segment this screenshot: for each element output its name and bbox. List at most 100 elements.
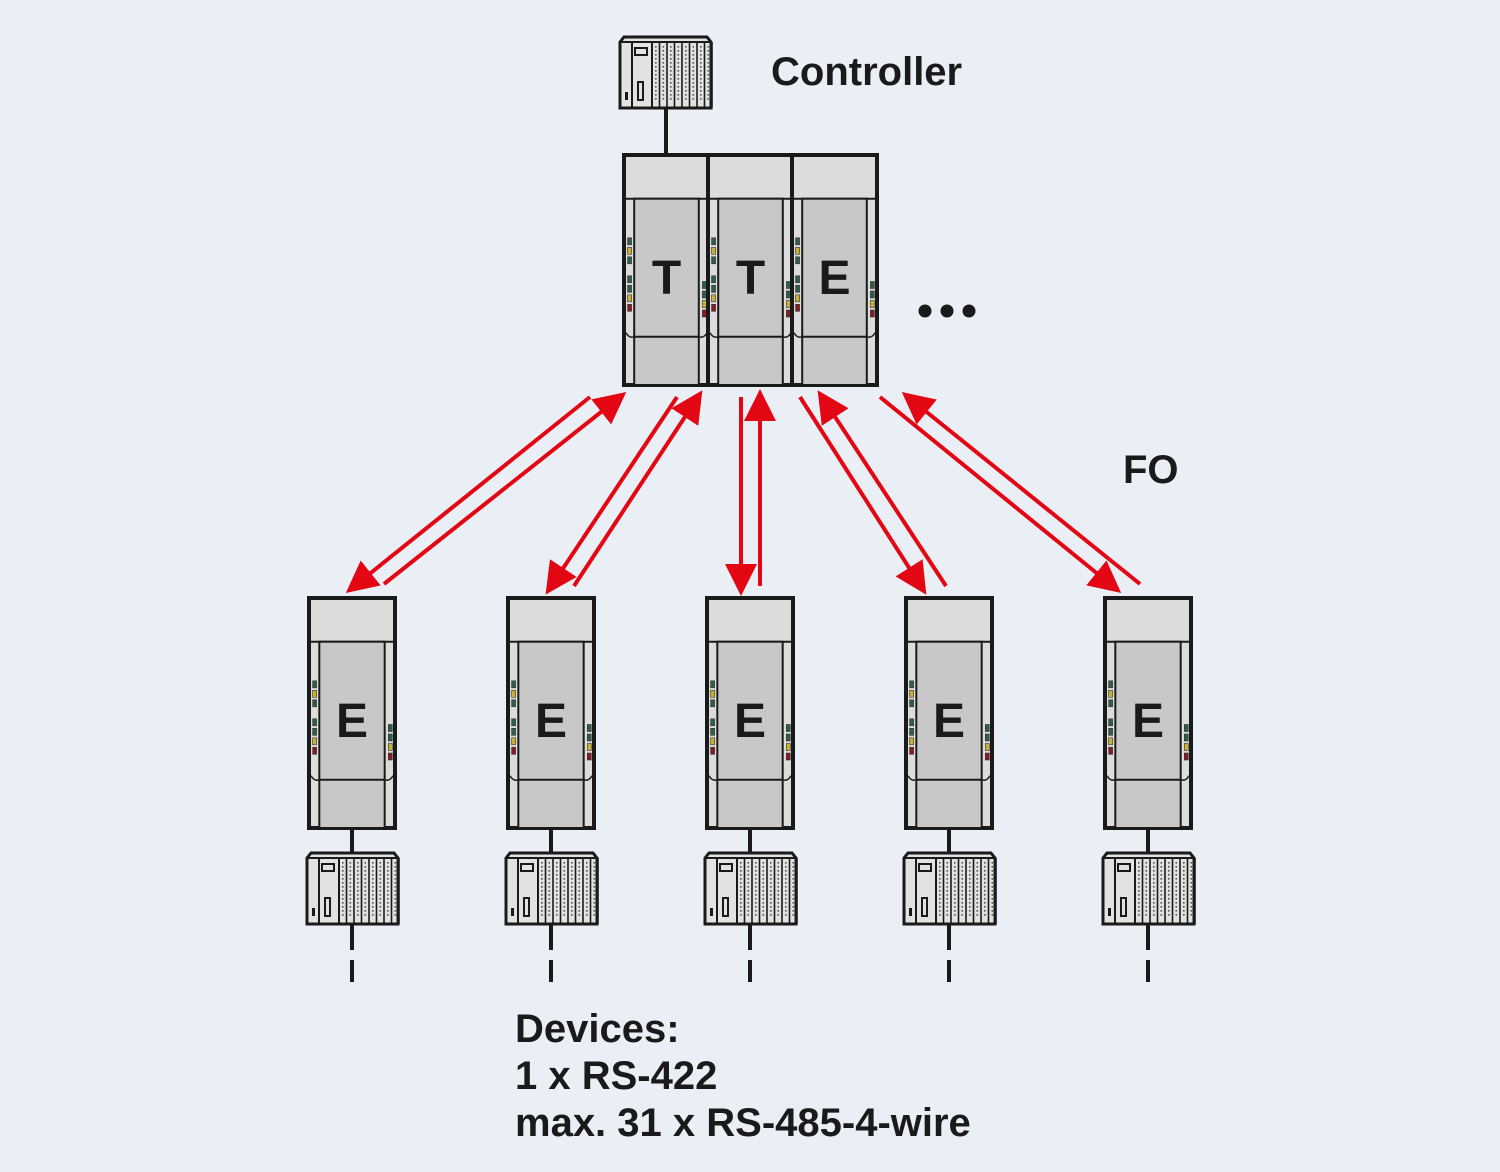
module-letter: E bbox=[818, 252, 850, 305]
status-led bbox=[586, 752, 592, 761]
cpu-key bbox=[523, 897, 530, 917]
module-face bbox=[633, 197, 700, 387]
status-led bbox=[785, 743, 791, 751]
status-led bbox=[702, 290, 707, 299]
controller-plc-icon bbox=[618, 35, 713, 110]
status-led bbox=[795, 294, 800, 303]
fiber-optic-links bbox=[345, 389, 1142, 596]
fiber-link-4 bbox=[798, 390, 948, 595]
module-face bbox=[1114, 640, 1182, 830]
status-led bbox=[984, 724, 990, 732]
controller-label: Controller bbox=[771, 50, 963, 94]
ellipsis-dot-1 bbox=[918, 304, 932, 318]
remote-station-4: E bbox=[904, 596, 994, 830]
devices-line-rs422: 1 x RS-422 bbox=[515, 1054, 718, 1098]
status-led bbox=[786, 281, 791, 289]
status-led bbox=[511, 718, 516, 727]
status-led bbox=[870, 290, 875, 299]
status-led bbox=[627, 256, 632, 265]
ellipsis-dot-2 bbox=[940, 304, 954, 318]
status-led bbox=[312, 680, 317, 689]
module-face bbox=[915, 640, 983, 830]
status-led bbox=[909, 728, 914, 736]
remote-station-1: E bbox=[307, 596, 397, 830]
status-led bbox=[785, 724, 791, 732]
module-face bbox=[318, 640, 386, 830]
downlink-arrow bbox=[545, 395, 679, 595]
status-led bbox=[387, 733, 393, 742]
status-led bbox=[909, 737, 914, 746]
status-led bbox=[909, 747, 914, 755]
status-led bbox=[785, 752, 791, 761]
status-led bbox=[1183, 752, 1189, 761]
fiber-optic-label: FO bbox=[1123, 448, 1179, 492]
status-led bbox=[1108, 699, 1113, 708]
uplink-arrow bbox=[901, 391, 1142, 586]
status-led bbox=[711, 285, 716, 293]
power-switch bbox=[625, 92, 628, 100]
status-led bbox=[711, 275, 716, 284]
status-led bbox=[795, 237, 800, 246]
cpu-key bbox=[637, 81, 644, 101]
status-led bbox=[511, 728, 516, 736]
power-switch bbox=[312, 908, 315, 916]
status-led bbox=[711, 304, 716, 312]
connection-lines bbox=[350, 108, 1150, 982]
status-led bbox=[786, 309, 791, 318]
devices-note: Devices: 1 x RS-422 max. 31 x RS-485-4-w… bbox=[515, 1006, 971, 1147]
status-led bbox=[870, 309, 875, 318]
module-letter: E bbox=[734, 695, 766, 748]
devices-title: Devices: bbox=[515, 1007, 680, 1051]
module-letter: T bbox=[736, 252, 765, 305]
cpu-display bbox=[719, 863, 733, 872]
status-led bbox=[795, 275, 800, 284]
status-led bbox=[786, 300, 791, 308]
status-led bbox=[984, 752, 990, 761]
module-letter: E bbox=[933, 695, 965, 748]
device-plc-icon-4 bbox=[902, 851, 997, 926]
status-led bbox=[312, 747, 317, 755]
status-led bbox=[795, 285, 800, 293]
status-led bbox=[710, 699, 715, 708]
status-led bbox=[710, 690, 715, 698]
device-plc-icon-3 bbox=[703, 851, 798, 926]
module-face bbox=[716, 640, 784, 830]
downlink-arrow bbox=[878, 395, 1122, 594]
status-led bbox=[909, 699, 914, 708]
status-led bbox=[909, 680, 914, 689]
cpu-display bbox=[634, 47, 648, 56]
fiber-link-2 bbox=[545, 390, 703, 595]
more-modules-ellipsis-icon bbox=[918, 304, 976, 318]
downlink-arrow bbox=[798, 395, 927, 595]
cpu-display bbox=[321, 863, 335, 872]
status-led bbox=[312, 728, 317, 736]
module-face bbox=[517, 640, 585, 830]
remote-station-5: E bbox=[1103, 596, 1193, 830]
status-led bbox=[586, 724, 592, 732]
downlink-arrow bbox=[345, 395, 592, 594]
cpu-display bbox=[520, 863, 534, 872]
module-letter: E bbox=[336, 695, 368, 748]
cpu-key bbox=[324, 897, 331, 917]
status-led bbox=[1183, 733, 1189, 742]
status-led bbox=[511, 680, 516, 689]
status-led bbox=[627, 275, 632, 284]
status-led bbox=[586, 733, 592, 742]
status-led bbox=[795, 256, 800, 265]
remote-station-2: E bbox=[506, 596, 596, 830]
status-led bbox=[710, 728, 715, 736]
module-letter: E bbox=[1132, 695, 1164, 748]
status-led bbox=[909, 718, 914, 727]
remote-station-3: E bbox=[705, 596, 795, 830]
device-plc-icon-2 bbox=[504, 851, 599, 926]
status-led bbox=[1108, 680, 1113, 689]
status-led bbox=[702, 300, 707, 308]
status-led bbox=[312, 718, 317, 727]
status-led bbox=[710, 718, 715, 727]
status-led bbox=[1108, 718, 1113, 727]
uplink-arrow bbox=[382, 392, 627, 586]
status-led bbox=[627, 247, 632, 255]
status-led bbox=[627, 304, 632, 312]
